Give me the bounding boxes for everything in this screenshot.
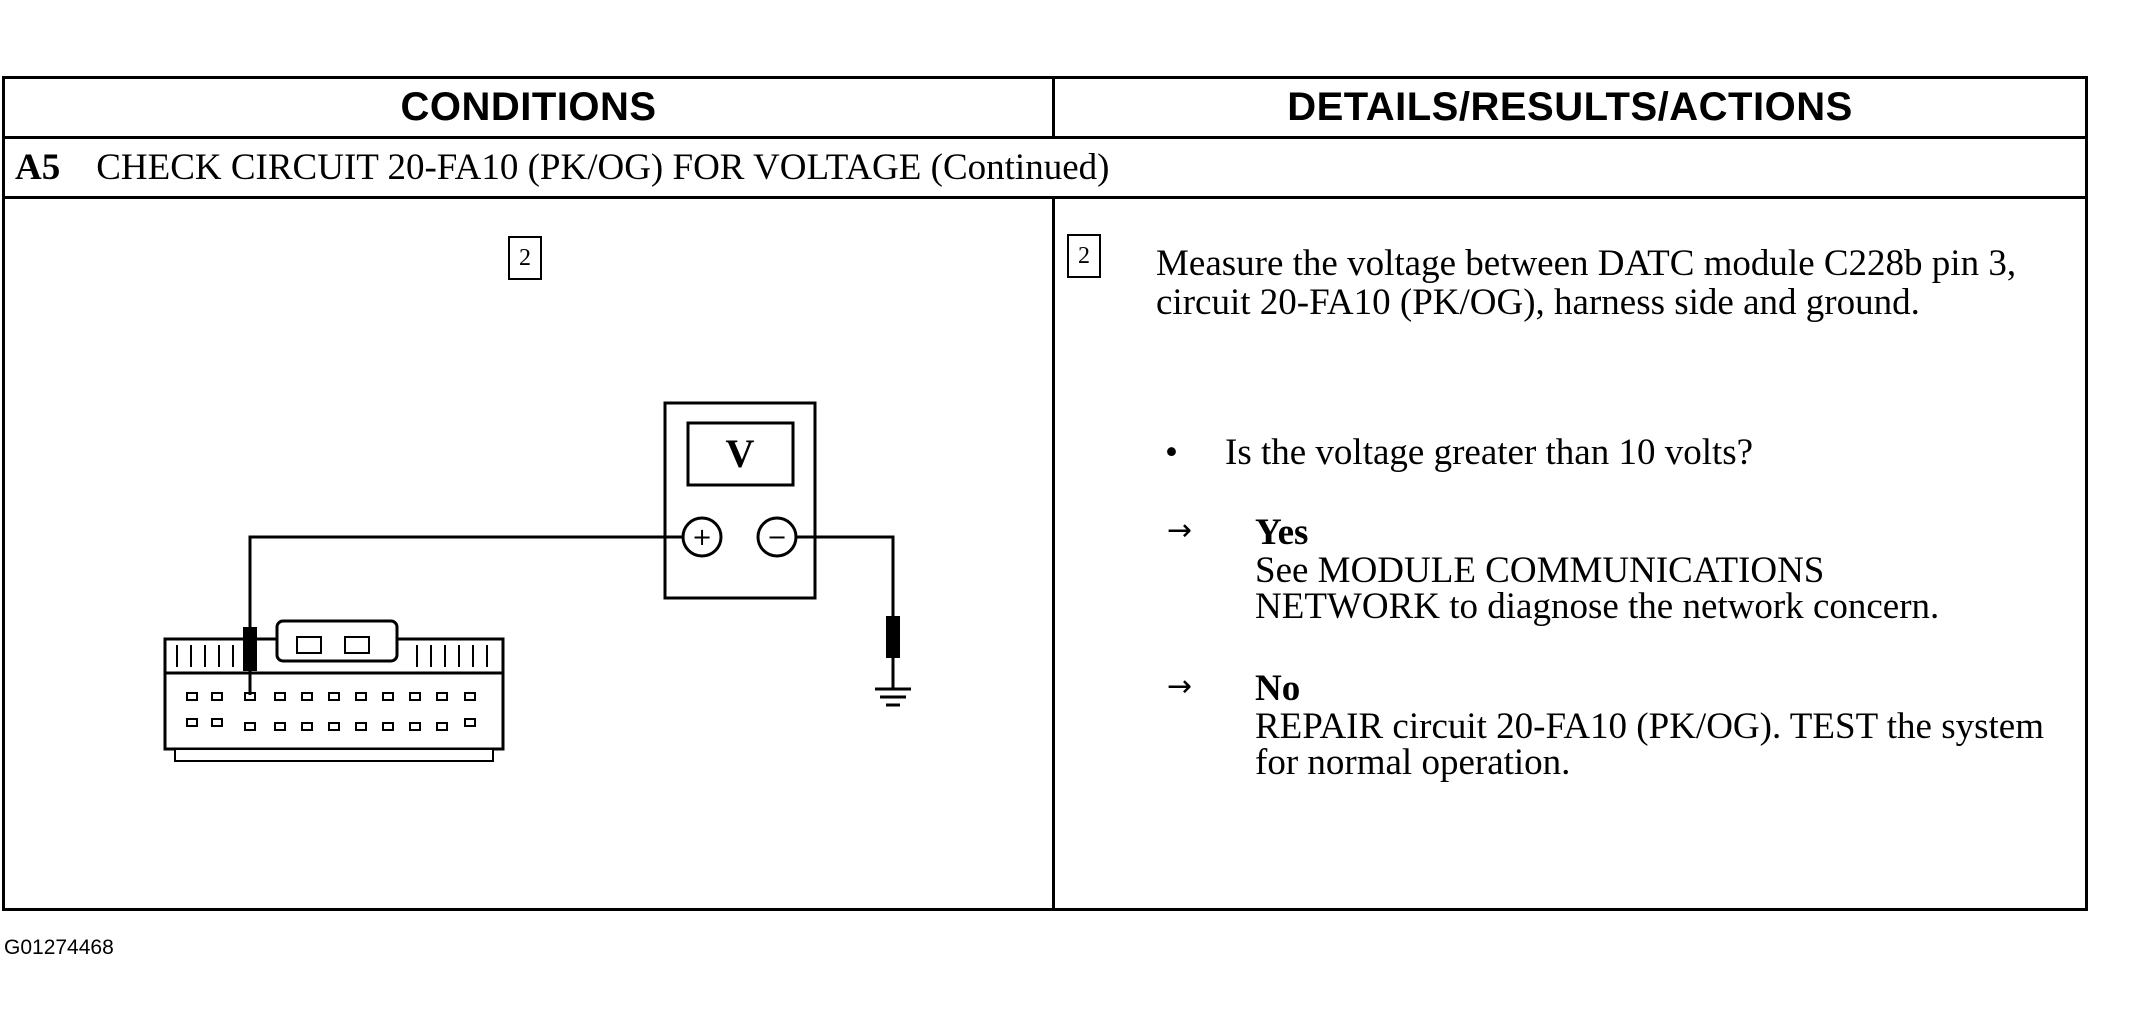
voltmeter-display-label: V bbox=[726, 431, 755, 476]
yes-result: Yes See MODULE COMMUNICATIONS NETWORK to… bbox=[1255, 512, 2075, 627]
no-arrow: → bbox=[1167, 669, 1193, 704]
no-label: No bbox=[1255, 668, 1301, 709]
conditions-cell: 2 V + − bbox=[5, 199, 1052, 911]
step-title-text: CHECK CIRCUIT 20-FA10 (PK/OG) FOR VOLTAG… bbox=[96, 147, 1110, 188]
step-title: A5 CHECK CIRCUIT 20-FA10 (PK/OG) FOR VOL… bbox=[15, 139, 1109, 196]
yes-label: Yes bbox=[1255, 512, 1309, 553]
voltmeter-display bbox=[686, 421, 795, 487]
no-action: REPAIR circuit 20-FA10 (PK/OG). TEST the… bbox=[1255, 706, 2044, 783]
details-step-number: 2 bbox=[1067, 234, 1101, 278]
connector-c228b bbox=[163, 619, 505, 762]
diagnostic-table: CONDITIONS DETAILS/RESULTS/ACTIONS A5 CH… bbox=[2, 76, 2088, 911]
voltmeter-connector-diagram: V + − bbox=[163, 401, 911, 762]
measurement-instruction: Measure the voltage between DATC module … bbox=[1156, 243, 2017, 323]
step-code: A5 bbox=[15, 147, 61, 188]
ground-probe bbox=[886, 616, 900, 658]
no-result: No REPAIR circuit 20-FA10 (PK/OG). TEST … bbox=[1255, 668, 2085, 783]
header-conditions: CONDITIONS bbox=[400, 85, 657, 129]
voltage-question: Is the voltage greater than 10 volts? bbox=[1225, 432, 1754, 473]
positive-terminal-label: + bbox=[692, 523, 712, 551]
details-cell: 2 Measure the voltage between DATC modul… bbox=[1055, 199, 2085, 911]
negative-terminal-label: − bbox=[767, 523, 787, 551]
step-title-row: A5 CHECK CIRCUIT 20-FA10 (PK/OG) FOR VOL… bbox=[5, 139, 2085, 199]
header-column-divider bbox=[1052, 79, 1055, 139]
body-column-divider bbox=[1052, 199, 1055, 911]
table-header-row: CONDITIONS DETAILS/RESULTS/ACTIONS bbox=[5, 79, 2085, 139]
header-details-results-actions: DETAILS/RESULTS/ACTIONS bbox=[1287, 85, 1853, 129]
negative-lead-wire bbox=[796, 535, 895, 616]
positive-lead-wire bbox=[248, 535, 683, 629]
connector-probe bbox=[243, 627, 257, 671]
diagram-step-number: 2 bbox=[508, 236, 542, 280]
figure-id: G01274468 bbox=[4, 936, 114, 959]
question-bullet: • bbox=[1165, 432, 1178, 473]
yes-action: See MODULE COMMUNICATIONS NETWORK to dia… bbox=[1255, 550, 1940, 627]
yes-arrow: → bbox=[1167, 513, 1193, 548]
